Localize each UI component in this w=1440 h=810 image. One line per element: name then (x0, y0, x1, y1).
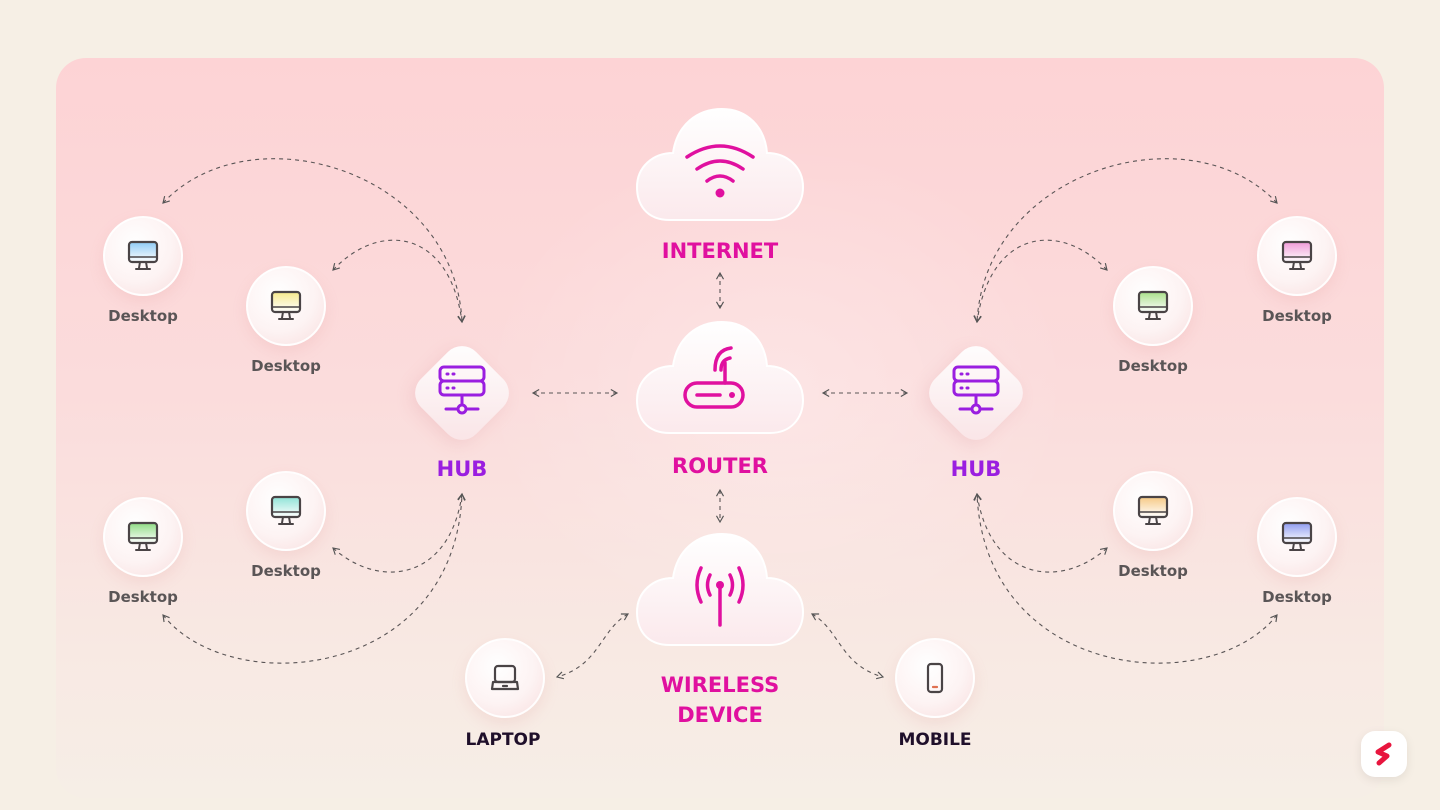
monitor-icon (1281, 240, 1313, 270)
desktop-label: Desktop (108, 588, 178, 606)
brand-logo (1361, 731, 1407, 777)
monitor-icon (1137, 290, 1169, 320)
monitor-icon (270, 495, 302, 525)
server-icon (434, 363, 490, 423)
link-wireless-laptop (555, 613, 630, 680)
wireless-label-line2: DEVICE (677, 703, 763, 727)
desktop-node (103, 216, 183, 296)
wifi-icon (685, 144, 755, 183)
mobile-icon (926, 662, 944, 694)
router-label: ROUTER (672, 454, 768, 478)
link-hub-left-desktop-3 (162, 492, 466, 664)
link-hub-left-desktop-2 (332, 239, 466, 324)
monitor-icon (270, 290, 302, 320)
desktop-label: Desktop (108, 307, 178, 325)
desktop-label: Desktop (1262, 588, 1332, 606)
link-hub-right-desktop-3 (973, 492, 1278, 664)
hub-right-label: HUB (950, 457, 1002, 481)
desktop-node (246, 471, 326, 551)
wireless-label-line1: WIRELESS (660, 673, 780, 697)
router-icon (637, 322, 803, 433)
internet-cloud (635, 105, 805, 225)
desktop-label: Desktop (251, 562, 321, 580)
laptop-label: LAPTOP (465, 730, 541, 750)
server-icon (948, 363, 1004, 423)
desktop-label: Desktop (1118, 562, 1188, 580)
hub-left-label: HUB (436, 457, 488, 481)
desktop-label: Desktop (1118, 357, 1188, 375)
desktop-node (1113, 266, 1193, 346)
mobile-label: MOBILE (898, 730, 972, 750)
monitor-icon (1281, 521, 1313, 551)
desktop-node (1257, 497, 1337, 577)
laptop-node (465, 638, 545, 718)
desktop-node (246, 266, 326, 346)
wireless-label: WIRELESS DEVICE (661, 670, 780, 730)
router-cloud (635, 318, 805, 438)
desktop-node (1113, 471, 1193, 551)
desktop-node (1257, 216, 1337, 296)
monitor-icon (127, 240, 159, 270)
logo-s-icon (1375, 742, 1392, 766)
internet-label: INTERNET (661, 239, 779, 263)
desktop-node (103, 497, 183, 577)
antenna-icon (695, 566, 745, 627)
link-hub-left-desktop-4 (332, 492, 466, 573)
mobile-node (895, 638, 975, 718)
link-hub-right-desktop-2 (973, 239, 1108, 324)
desktop-label: Desktop (251, 357, 321, 375)
monitor-icon (1137, 495, 1169, 525)
laptop-icon (490, 664, 520, 691)
desktop-label: Desktop (1262, 307, 1332, 325)
link-hub-right-desktop-4 (973, 492, 1108, 573)
monitor-icon (127, 521, 159, 551)
link-wireless-mobile (810, 613, 885, 680)
wireless-cloud (635, 530, 805, 650)
